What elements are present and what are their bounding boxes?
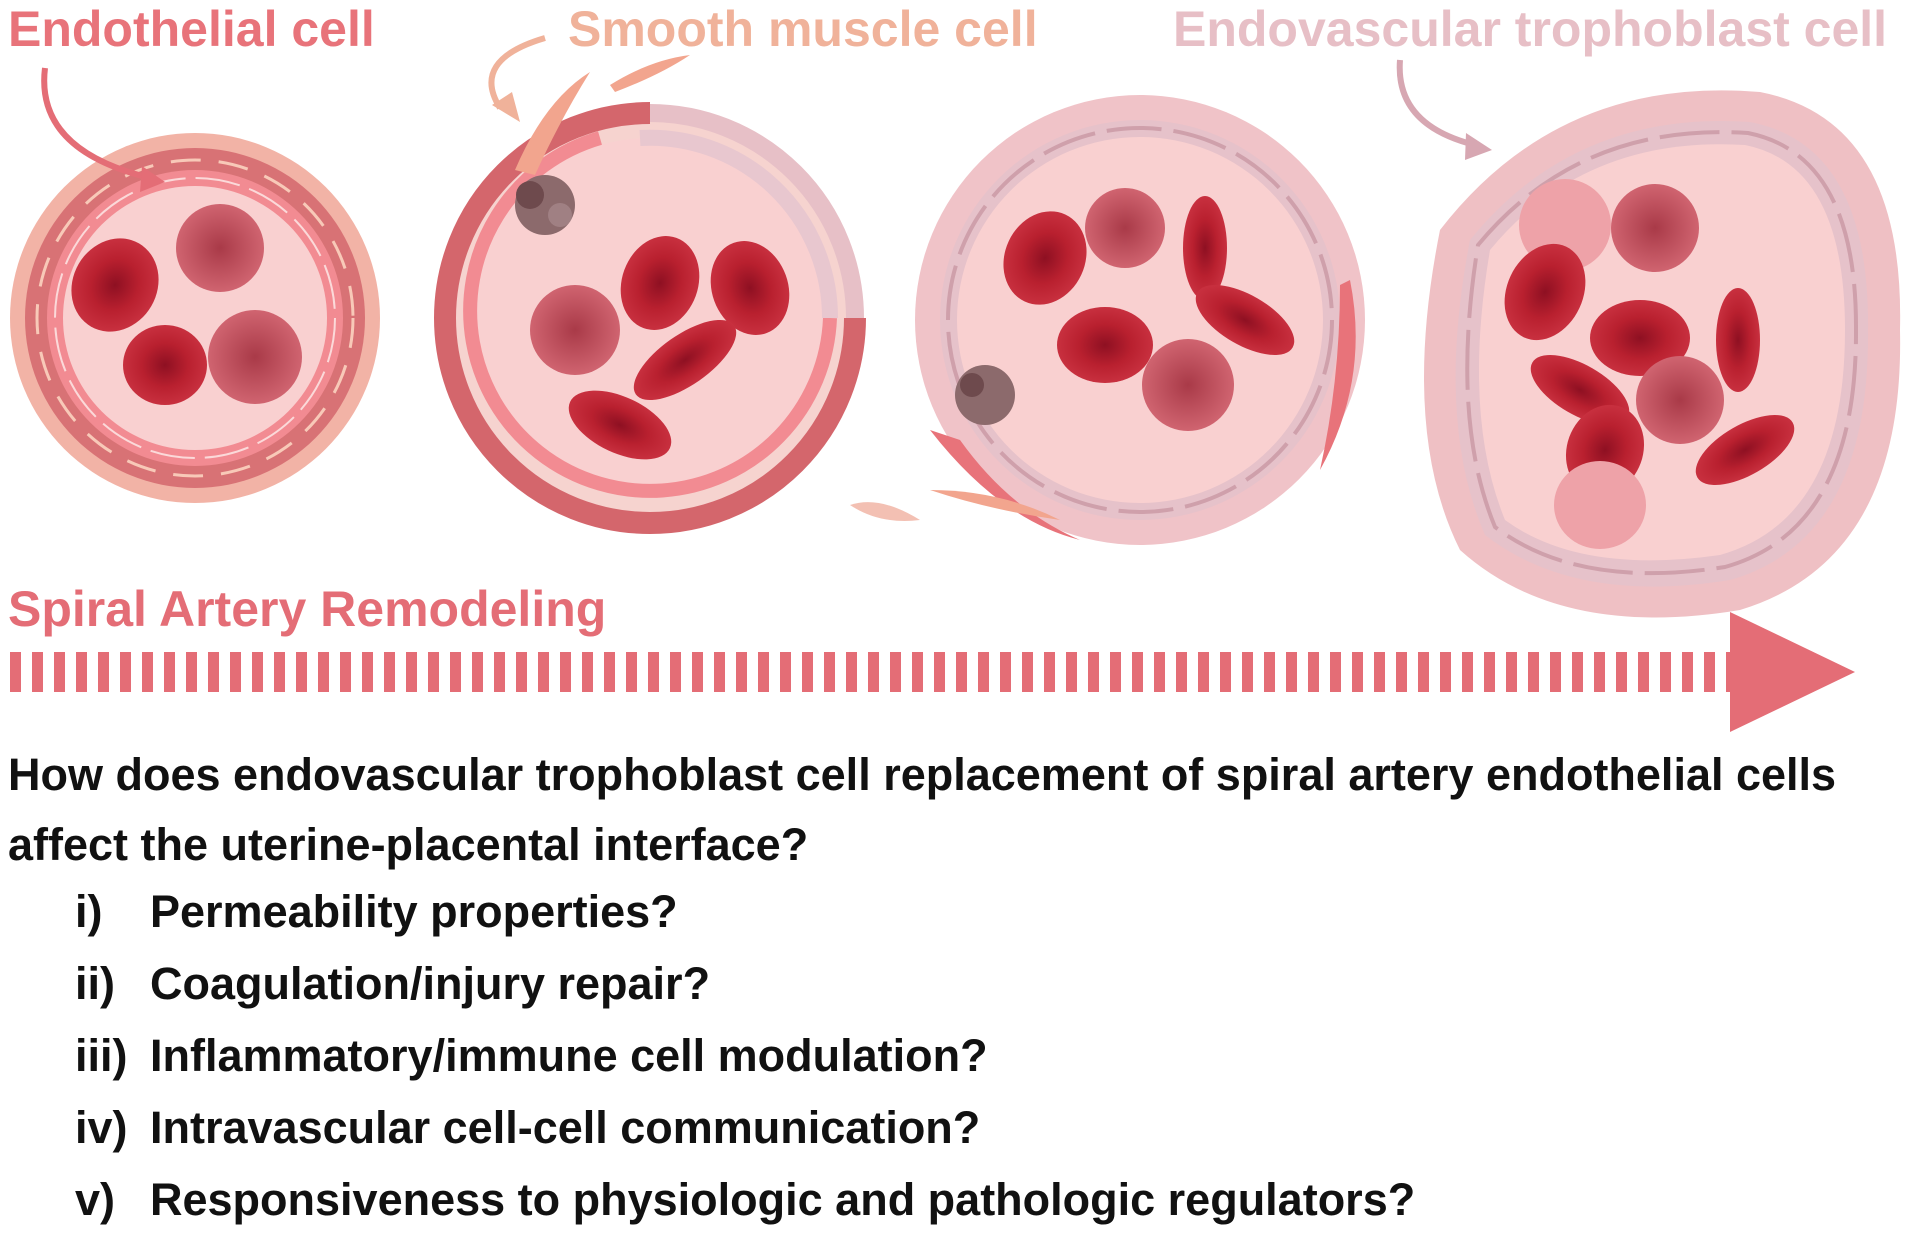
smooth-muscle-cells-detaching bbox=[515, 55, 690, 175]
red-blood-cells bbox=[71, 179, 1795, 549]
arrow-head-icon bbox=[140, 166, 165, 192]
list-item: iii)Inflammatory/immune cell modulation? bbox=[75, 1030, 988, 1081]
remodeling-arrow bbox=[10, 612, 1855, 732]
list-item: v)Responsiveness to physiologic and path… bbox=[75, 1174, 1416, 1225]
trophoblast-cell-label: Endovascular trophoblast cell bbox=[1173, 1, 1888, 57]
pointer-arrows bbox=[41, 35, 1492, 192]
spiral-artery-remodeling-label: Spiral Artery Remodeling bbox=[8, 581, 607, 637]
arrow-head-icon bbox=[1730, 612, 1855, 732]
list-item: i)Permeability properties? bbox=[75, 886, 678, 937]
question-list: i)Permeability properties? ii)Coagulatio… bbox=[75, 876, 1415, 1236]
list-item: iv)Intravascular cell-cell communication… bbox=[75, 1102, 981, 1153]
platelet-aggregate bbox=[515, 175, 575, 235]
list-item: ii)Coagulation/injury repair? bbox=[75, 958, 711, 1009]
detached-smooth-muscle-cells bbox=[850, 490, 1060, 521]
smooth-muscle-cell-label: Smooth muscle cell bbox=[568, 1, 1038, 57]
spiral-artery-diagram bbox=[10, 35, 1901, 732]
platelet-aggregate-2 bbox=[955, 365, 1015, 425]
endothelial-cell-label: Endothelial cell bbox=[8, 1, 375, 57]
research-question: How does endovascular trophoblast cell r… bbox=[8, 749, 1837, 870]
artery-stage-1 bbox=[10, 133, 380, 503]
